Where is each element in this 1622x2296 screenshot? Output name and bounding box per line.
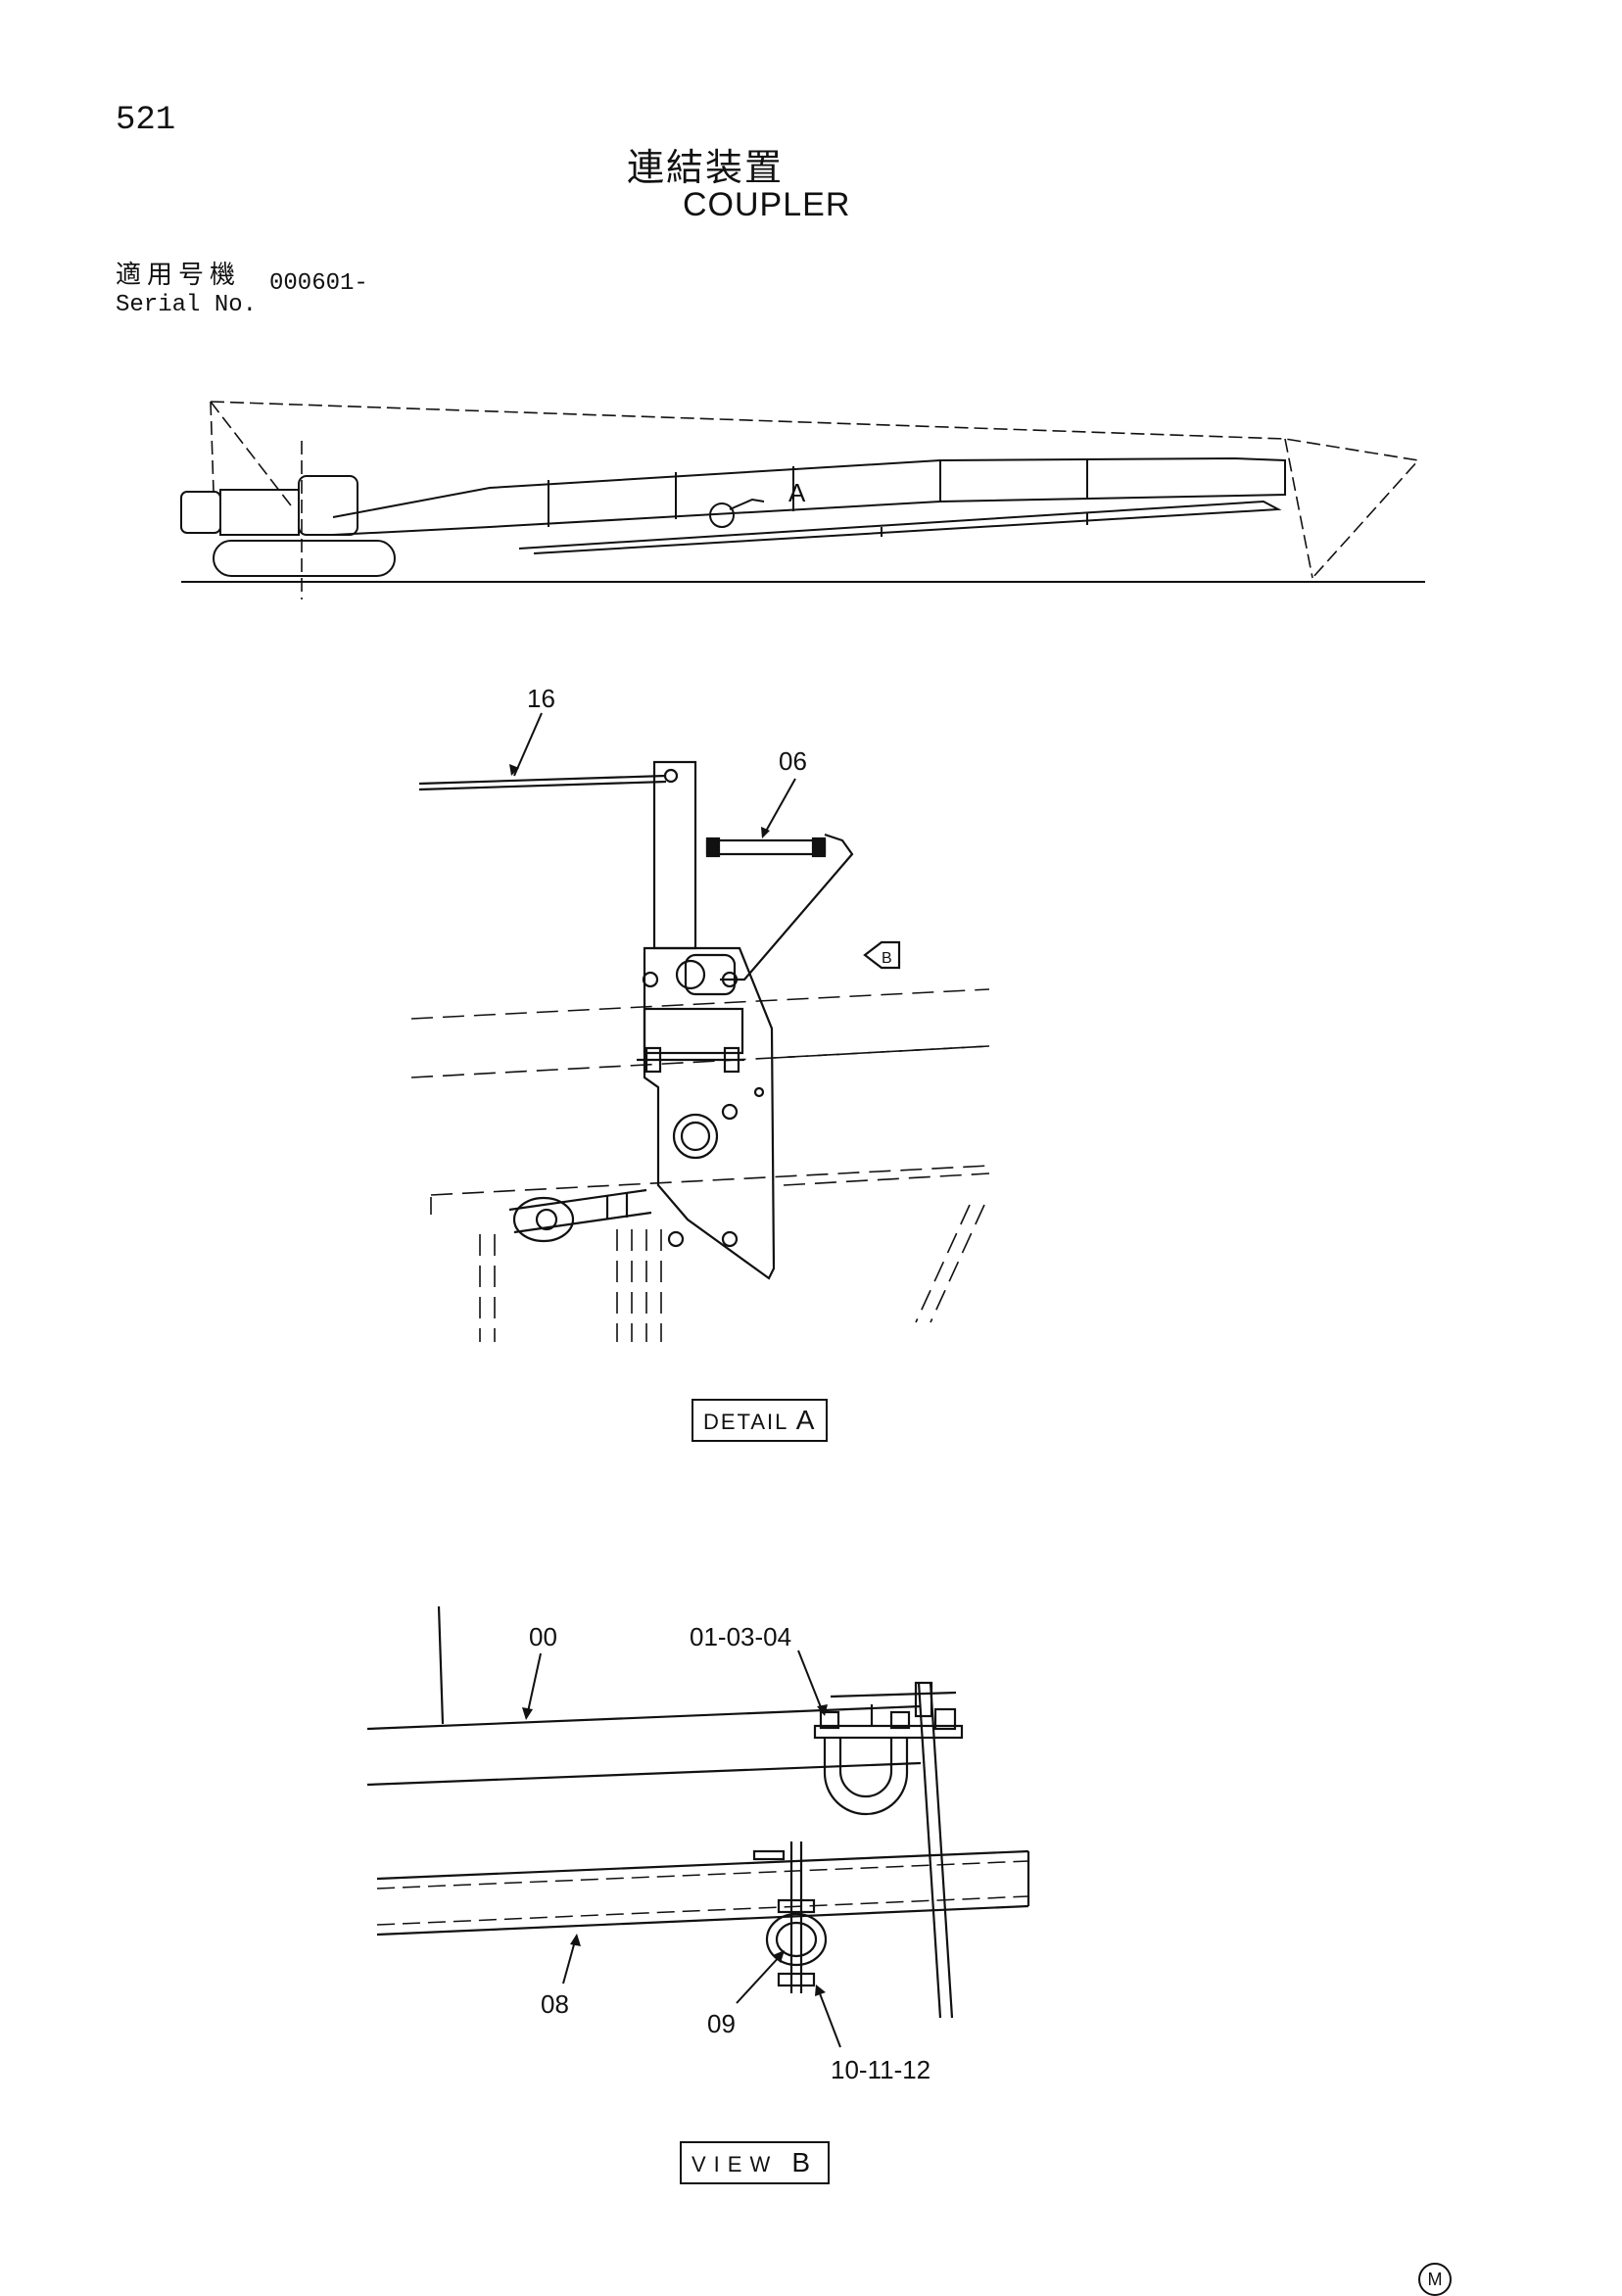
detail-a-caption-letter: A [795,1405,817,1435]
view-arrow-b-label: B [882,950,892,967]
serial-label-english: Serial No. [116,292,258,318]
callout-06: 06 [779,746,807,776]
serial-number-value: 000601- [269,270,368,297]
detail-a-caption-text: DETAIL [703,1410,788,1434]
serial-label-japanese: 適用号機 [116,261,242,290]
overview-detail-marker: A [788,478,806,507]
view-b-caption-letter: B [791,2147,819,2177]
callout-10-11-12: 10-11-12 [831,2055,930,2084]
callout-01-03-04: 01-03-04 [690,1622,791,1651]
view-b-caption-text: VIEW [692,2152,779,2176]
title-english: COUPLER [683,186,851,223]
manufacturer-mark: M [1418,2263,1452,2296]
title-japanese: 連結装置 [627,146,785,189]
page-number: 521 [116,102,176,139]
callout-08: 08 [541,1989,569,2019]
callout-09: 09 [707,2009,736,2038]
callout-16: 16 [527,684,555,713]
detail-a-caption: DETAIL A [692,1399,829,1442]
overview-crane-diagram: A [180,401,1425,599]
detail-a-drawing: 16 06 B [410,684,990,1342]
callout-00: 00 [529,1622,557,1651]
view-b-caption: VIEW B [680,2141,831,2184]
